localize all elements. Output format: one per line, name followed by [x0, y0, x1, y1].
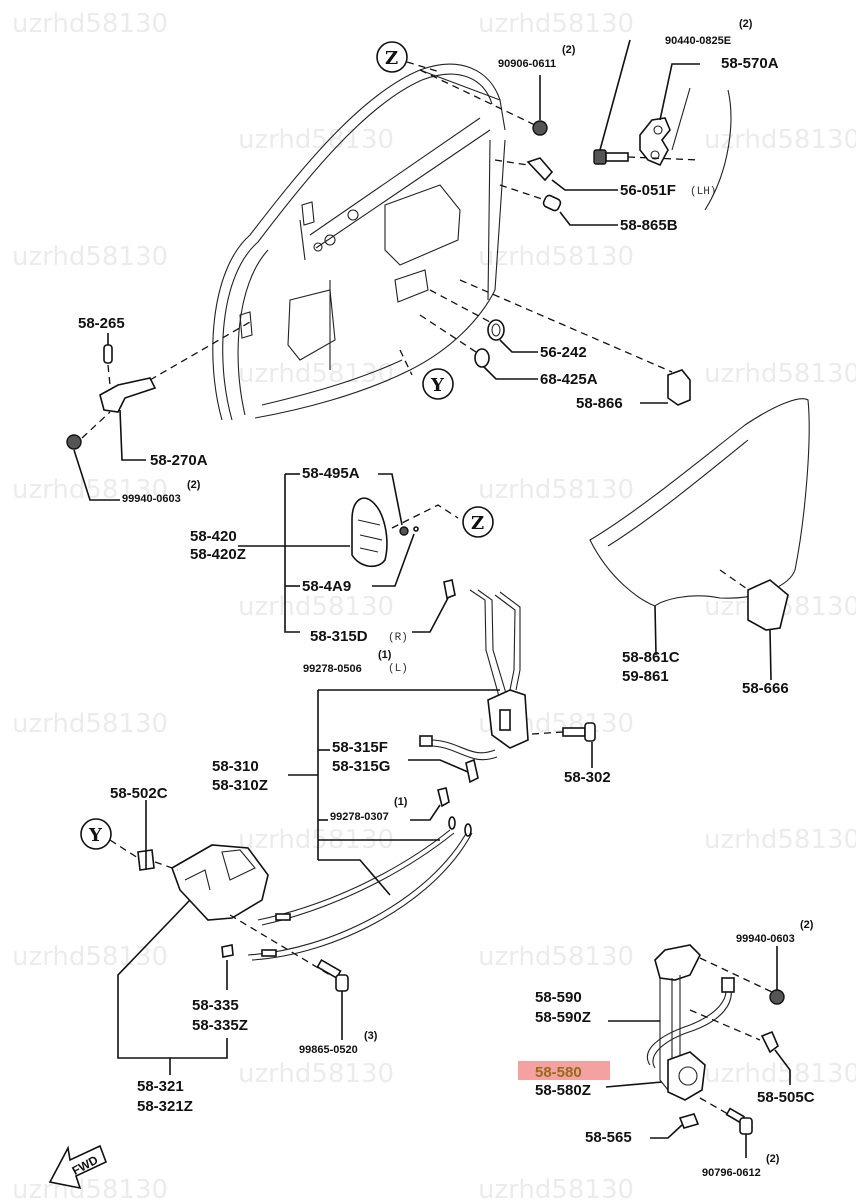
qty-90906: (2)	[562, 44, 576, 56]
part-99940-0603-a[interactable]: 99940-0603	[122, 493, 181, 505]
part-58-321z[interactable]: 58-321Z	[137, 1098, 193, 1115]
part-90440-0825e[interactable]: 90440-0825E	[665, 35, 731, 47]
part-58-565[interactable]: 58-565	[585, 1129, 632, 1146]
side-r: (R)	[388, 632, 408, 644]
watermark: uzrhd58130	[12, 242, 168, 272]
callout-y-top: Y	[422, 368, 454, 400]
watermark: uzrhd58130	[238, 125, 394, 155]
qty-99278-a: (1)	[378, 649, 392, 661]
watermark: uzrhd58130	[704, 1059, 856, 1089]
part-56-051f[interactable]: 56-051F	[620, 182, 676, 199]
watermarks: uzrhd58130 uzrhd58130 uzrhd58130 uzrhd58…	[12, 9, 856, 1200]
part-99278-0307[interactable]: 99278-0307	[330, 811, 389, 823]
part-58-335z[interactable]: 58-335Z	[192, 1017, 248, 1034]
part-90796-0612[interactable]: 90796-0612	[702, 1167, 761, 1179]
side-lh: (LH)	[690, 186, 716, 198]
watermark: uzrhd58130	[478, 942, 634, 972]
part-58-580z[interactable]: 58-580Z	[535, 1082, 591, 1099]
part-58-4a9[interactable]: 58-4A9	[302, 578, 351, 595]
part-56-242[interactable]: 56-242	[540, 344, 587, 361]
grommet-group	[399, 279, 691, 406]
qty-99940-b: (2)	[800, 919, 814, 931]
part-58-310[interactable]: 58-310	[212, 758, 259, 775]
qty-99278-b: (1)	[394, 796, 408, 808]
watermark: uzrhd58130	[12, 9, 168, 39]
part-58-315d[interactable]: 58-315D	[310, 628, 368, 645]
part-58-321[interactable]: 58-321	[137, 1078, 184, 1095]
callout-y-label: Y	[88, 825, 103, 846]
regulator-labels: (2) 99940-0603 58-590 58-590Z 58-580 58-…	[518, 919, 815, 1179]
watermark: uzrhd58130	[238, 592, 394, 622]
part-58-302[interactable]: 58-302	[564, 769, 611, 786]
watermark: uzrhd58130	[238, 359, 394, 389]
watermark: uzrhd58130	[478, 242, 634, 272]
part-58-502c[interactable]: 58-502C	[110, 785, 168, 802]
qty-99865: (3)	[364, 1030, 378, 1042]
part-90906-0611[interactable]: 90906-0611	[498, 58, 556, 70]
part-58-265[interactable]: 58-265	[78, 315, 125, 332]
part-58-315f[interactable]: 58-315F	[332, 739, 388, 756]
glass-labels: 58-861C 59-861 58-666	[622, 649, 789, 697]
part-58-865b[interactable]: 58-865B	[620, 217, 678, 234]
door-shell-illustration	[212, 63, 506, 421]
part-58-310z[interactable]: 58-310Z	[212, 777, 268, 794]
qty-90796: (2)	[766, 1153, 780, 1165]
grommet-labels: 56-242 68-425A 58-866	[540, 344, 623, 412]
part-58-495a[interactable]: 58-495A	[302, 465, 360, 482]
watermark: uzrhd58130	[238, 1059, 394, 1089]
part-58-590z[interactable]: 58-590Z	[535, 1009, 591, 1026]
part-99278-0506[interactable]: 99278-0506	[303, 663, 362, 675]
part-99865-0520[interactable]: 99865-0520	[299, 1044, 358, 1056]
highlight-box	[518, 1061, 610, 1080]
callout-y-label: Y	[430, 375, 445, 396]
part-58-335[interactable]: 58-335	[192, 997, 239, 1014]
outside-handle-labels: 58-502C 58-335 58-335Z (3) 99865-0520 58…	[110, 785, 378, 1115]
part-58-315g[interactable]: 58-315G	[332, 758, 390, 775]
watermark: uzrhd58130	[12, 942, 168, 972]
window-regulator-assembly	[605, 944, 791, 1158]
part-59-861[interactable]: 59-861	[622, 668, 669, 685]
qty-99940-a: (2)	[187, 479, 201, 491]
watermark: uzrhd58130	[704, 125, 856, 155]
part-58-420z[interactable]: 58-420Z	[190, 546, 246, 563]
part-58-866[interactable]: 58-866	[576, 395, 623, 412]
part-58-570a[interactable]: 58-570A	[721, 55, 779, 72]
part-58-505c[interactable]: 58-505C	[757, 1089, 815, 1106]
part-58-270a[interactable]: 58-270A	[150, 452, 208, 469]
part-99940-0603-b[interactable]: 99940-0603	[736, 933, 795, 945]
door-check-assembly	[66, 321, 251, 501]
callout-z-top: Z	[376, 41, 441, 73]
left-labels: 58-265 58-270A (2) 99940-0603	[78, 315, 208, 505]
watermark: uzrhd58130	[704, 359, 856, 389]
qty-90440: (2)	[739, 18, 753, 30]
watermark: uzrhd58130	[12, 1175, 168, 1200]
inside-handle-assembly	[238, 473, 459, 633]
callout-z-mid: Z	[462, 506, 494, 538]
top-right-leader-lines	[419, 39, 700, 226]
callout-z-label: Z	[471, 513, 484, 534]
part-58-590[interactable]: 58-590	[535, 989, 582, 1006]
watermark: uzrhd58130	[478, 475, 634, 505]
watermark: uzrhd58130	[478, 9, 634, 39]
side-l: (L)	[388, 663, 408, 675]
callout-z-label: Z	[385, 48, 398, 69]
striker-assembly	[526, 87, 732, 212]
door-lock-assembly	[288, 589, 596, 860]
part-58-666[interactable]: 58-666	[742, 680, 789, 697]
inside-handle-labels: 58-495A 58-420 58-420Z 58-4A9 58-315D (R…	[190, 465, 408, 675]
part-58-420[interactable]: 58-420	[190, 528, 237, 545]
top-right-labels: (2) 90906-0611 (2) 90440-0825E 58-570A 5…	[498, 18, 779, 234]
part-58-580-highlighted[interactable]: 58-580	[535, 1064, 582, 1081]
door-glass	[589, 398, 810, 681]
watermark: uzrhd58130	[12, 709, 168, 739]
watermark: uzrhd58130	[704, 825, 856, 855]
part-68-425a[interactable]: 68-425A	[540, 371, 598, 388]
watermark: uzrhd58130	[478, 1175, 634, 1200]
part-58-861c[interactable]: 58-861C	[622, 649, 680, 666]
lock-labels: 58-310 58-310Z 58-315F 58-315G 58-302 (1…	[212, 739, 611, 823]
outside-handle-assembly: Y	[80, 800, 473, 1075]
